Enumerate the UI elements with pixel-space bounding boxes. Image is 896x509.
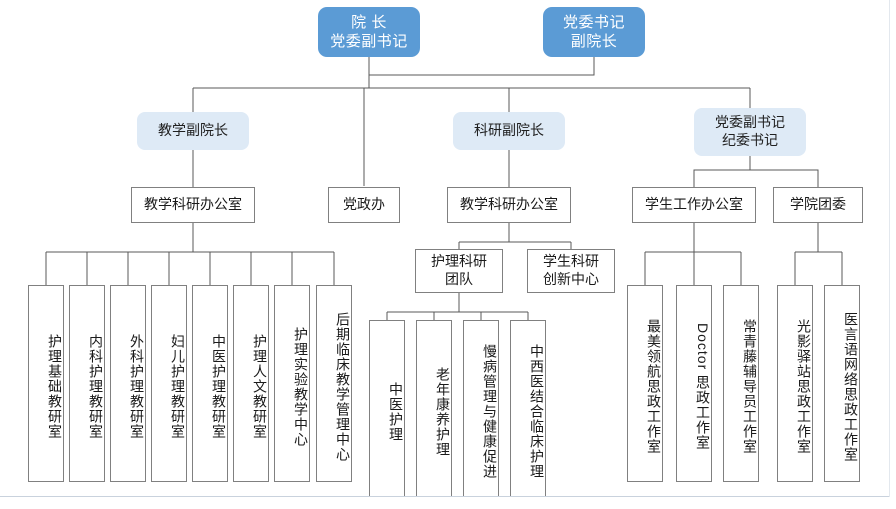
node-teaching-unit[interactable]: 后期临床教学管理中心	[316, 285, 352, 482]
node-line: 党委书记	[562, 13, 625, 31]
node-line: 党政办	[343, 196, 385, 213]
slide-right-edge	[889, 0, 896, 497]
node-research-direction[interactable]: 中西医结合临床护理	[510, 320, 546, 497]
node-president[interactable]: 院 长 党委副书记	[318, 7, 420, 57]
node-line: 教学科研办公室	[460, 196, 558, 213]
node-line: 团队	[445, 271, 473, 287]
node-teaching-unit[interactable]: 护理人文教研室	[233, 285, 269, 482]
node-line: 教学副院长	[158, 122, 228, 139]
node-line: 学院团委	[790, 196, 846, 213]
node-party-secretary[interactable]: 党委书记 副院长	[543, 7, 645, 57]
node-vice-president-research[interactable]: 科研副院长	[453, 112, 565, 150]
node-teaching-research-office-left[interactable]: 教学科研办公室	[131, 187, 255, 223]
node-student-studio[interactable]: 最美领航思政工作室	[627, 285, 663, 482]
node-student-affairs-office[interactable]: 学生工作办公室	[632, 187, 756, 223]
node-teaching-unit[interactable]: 中医护理教研室	[192, 285, 228, 482]
node-teaching-unit[interactable]: 内科护理教研室	[69, 285, 105, 482]
node-line: 党委副书记	[330, 33, 408, 50]
node-student-research-innovation-center[interactable]: 学生科研 创新中心	[527, 249, 615, 293]
node-line: 学生工作办公室	[645, 196, 743, 213]
node-league-studio[interactable]: 医言语网络思政工作室	[824, 285, 860, 482]
node-line: 创新中心	[543, 271, 599, 287]
node-vice-president-teaching[interactable]: 教学副院长	[137, 112, 249, 150]
node-line: 院 长	[351, 13, 387, 31]
node-line: 纪委书记	[722, 132, 778, 148]
node-line: 教学科研办公室	[144, 196, 242, 213]
node-teaching-unit[interactable]: 妇儿护理教研室	[151, 285, 187, 482]
slide-bottom-edge	[0, 496, 896, 509]
node-teaching-unit[interactable]: 护理基础教研室	[28, 285, 64, 482]
node-party-admin-office[interactable]: 党政办	[328, 187, 400, 223]
node-deputy-party-secretary[interactable]: 党委副书记 纪委书记	[694, 108, 806, 156]
node-nursing-research-team[interactable]: 护理科研 团队	[415, 249, 503, 293]
node-line: 副院长	[570, 33, 618, 50]
node-line: 学生科研	[543, 253, 599, 270]
node-student-studio[interactable]: Doctor 思政工作室	[676, 285, 712, 482]
node-line: 科研副院长	[474, 122, 544, 139]
node-teaching-unit[interactable]: 护理实验教学中心	[274, 285, 310, 482]
node-research-direction[interactable]: 慢病管理与健康促进	[463, 320, 499, 497]
node-research-direction[interactable]: 老年康养护理	[416, 320, 452, 497]
node-league-studio[interactable]: 光影驿站思政工作室	[777, 285, 813, 482]
node-line: 护理科研	[431, 253, 487, 270]
node-research-direction[interactable]: 中医护理	[369, 320, 405, 497]
node-teaching-unit[interactable]: 外科护理教研室	[110, 285, 146, 482]
node-college-youth-league[interactable]: 学院团委	[773, 187, 863, 223]
node-student-studio[interactable]: 常青藤辅导员工作室	[723, 285, 759, 482]
node-teaching-research-office-mid[interactable]: 教学科研办公室	[447, 187, 571, 223]
node-line: 党委副书记	[715, 114, 785, 131]
